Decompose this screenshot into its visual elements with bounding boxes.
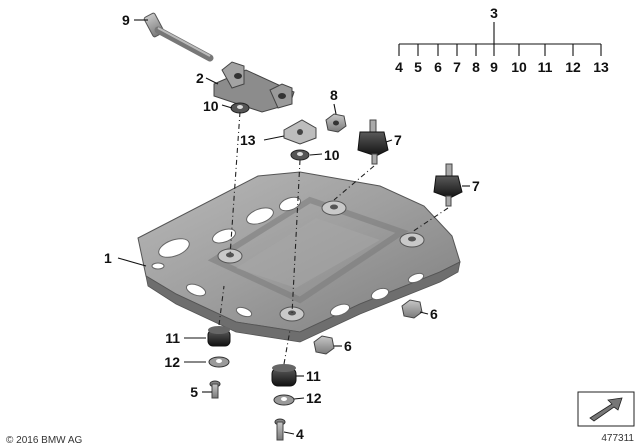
callout-10: 10 xyxy=(324,147,340,163)
washer-left xyxy=(208,356,230,368)
leader-lines xyxy=(117,19,470,435)
washer-top-left xyxy=(230,102,250,114)
callout-4: 4 xyxy=(296,426,304,442)
group-item-5: 5 xyxy=(414,59,422,75)
bolt-short-left xyxy=(209,380,221,399)
group-item-9: 9 xyxy=(490,59,498,75)
callout-11: 11 xyxy=(165,330,180,346)
part-group-bracket xyxy=(398,22,602,56)
callout-12: 12 xyxy=(164,354,180,370)
rubber-bushing-lower xyxy=(271,364,297,387)
callout-11: 11 xyxy=(306,368,321,384)
callout-6: 6 xyxy=(344,338,352,354)
long-bolt xyxy=(143,12,214,62)
callout-3: 3 xyxy=(490,5,498,21)
flange-nut-lower xyxy=(313,335,335,355)
callout-1: 1 xyxy=(104,250,112,266)
group-item-10: 10 xyxy=(511,59,527,75)
group-item-13: 13 xyxy=(593,59,609,75)
arrow-icon xyxy=(589,397,623,422)
speed-clip xyxy=(283,119,317,145)
skid-plate xyxy=(137,171,461,343)
rubber-mount-left xyxy=(357,119,389,165)
callout-2: 2 xyxy=(196,70,204,86)
rubber-mount-right xyxy=(433,163,463,207)
group-item-6: 6 xyxy=(434,59,442,75)
group-item-7: 7 xyxy=(453,59,461,75)
diagram-number: 477311 xyxy=(601,433,634,444)
group-item-11: 11 xyxy=(538,59,553,75)
group-item-8: 8 xyxy=(472,59,480,75)
bolt-long-lower xyxy=(274,418,286,441)
assembly-lines xyxy=(218,111,449,365)
mounting-bracket xyxy=(213,61,295,113)
flange-nut-right xyxy=(401,299,423,319)
hex-nut xyxy=(325,113,347,133)
washer-lower xyxy=(273,394,295,406)
callout-5: 5 xyxy=(190,384,198,400)
washer-mid xyxy=(290,149,310,161)
callout-6: 6 xyxy=(430,306,438,322)
group-item-4: 4 xyxy=(395,59,403,75)
rubber-bushing-left xyxy=(207,326,231,347)
callout-7: 7 xyxy=(472,178,480,194)
callout-7: 7 xyxy=(394,132,402,148)
callout-9: 9 xyxy=(122,12,130,28)
callout-10: 10 xyxy=(203,98,219,114)
callout-8: 8 xyxy=(330,87,338,103)
group-item-12: 12 xyxy=(565,59,581,75)
navigation-arrow-box[interactable] xyxy=(577,391,635,427)
copyright-text: © 2016 BMW AG xyxy=(6,435,83,446)
callout-13: 13 xyxy=(240,132,256,148)
callout-12: 12 xyxy=(306,390,322,406)
callout-labels: 9 2 10 13 10 8 7 7 1 6 6 11 12 5 11 12 4… xyxy=(104,5,609,442)
